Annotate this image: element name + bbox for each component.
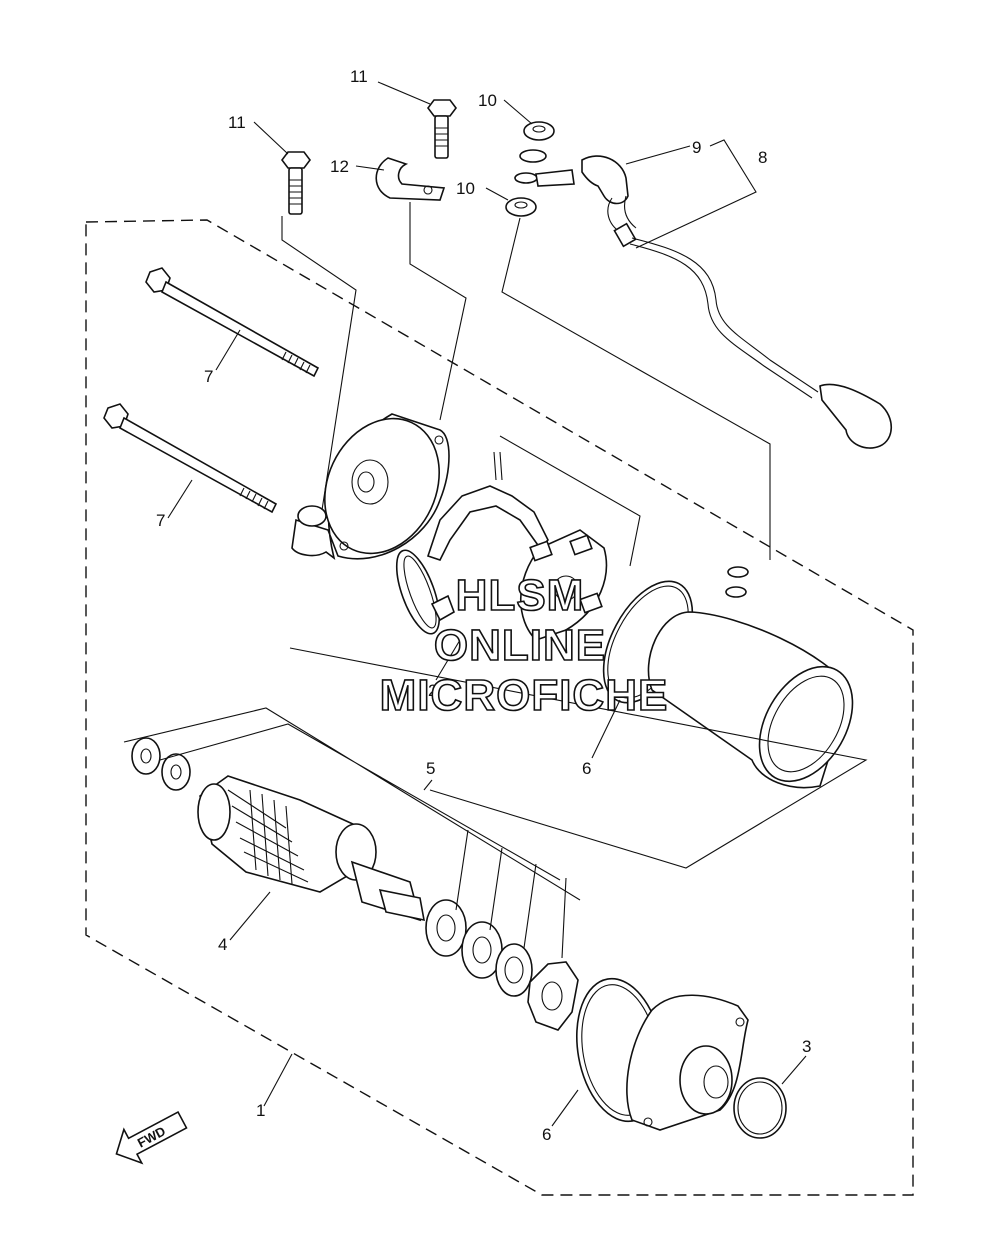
callout-4: 4 (218, 935, 227, 954)
callout-7-lower: 7 (156, 511, 165, 530)
yoke-housing (647, 566, 854, 789)
front-cover (626, 994, 749, 1131)
bolt-11-left (281, 151, 311, 215)
nut-10-upper (523, 121, 555, 141)
fwd-arrow-icon: FWD (115, 1110, 188, 1165)
through-bolt-7-upper (145, 267, 320, 378)
watermark-line-3: MICROFICHE (380, 671, 669, 720)
through-bolt-7-lower (103, 403, 278, 514)
assembly-boundary (85, 219, 914, 1196)
callout-2: 2 (428, 681, 437, 700)
shim-washers-5 (425, 899, 533, 997)
callout-6-upper: 6 (582, 759, 591, 778)
callout-9: 9 (692, 138, 701, 157)
callout-8: 8 (758, 148, 767, 167)
callout-10-lower: 10 (456, 179, 475, 198)
lock-washer (527, 961, 579, 1031)
watermark-line-1: HLSM (456, 571, 585, 620)
callout-12: 12 (330, 157, 349, 176)
rear-end-cover (291, 413, 450, 560)
clamp-12 (375, 157, 446, 201)
callout-3: 3 (802, 1037, 811, 1056)
callout-1: 1 (256, 1101, 265, 1120)
callouts: 11 11 12 10 10 9 8 7 7 2 6 5 4 1 6 3 (156, 67, 811, 1144)
o-ring-3 (733, 1077, 787, 1139)
watermark-line-2: ONLINE (434, 621, 606, 670)
washer-front-b (161, 753, 191, 791)
washer-upper (519, 149, 547, 163)
bolt-11-right (427, 99, 457, 159)
brush-holder-2 (395, 451, 608, 641)
washer-front-a (131, 737, 161, 775)
terminal-washer (514, 172, 538, 184)
callout-6-lower: 6 (542, 1125, 551, 1144)
armature-4 (197, 775, 426, 922)
callout-5: 5 (426, 759, 435, 778)
leader-lines (123, 81, 868, 1127)
watermark: HLSM ONLINE MICROFICHE (379, 570, 669, 721)
starter-cable-8 (535, 155, 893, 449)
nut-10-lower (505, 197, 537, 217)
callout-11-upper: 11 (350, 67, 368, 86)
callout-7-upper: 7 (204, 367, 213, 386)
callout-11-left: 11 (228, 113, 246, 132)
callout-10-upper: 10 (478, 91, 497, 110)
